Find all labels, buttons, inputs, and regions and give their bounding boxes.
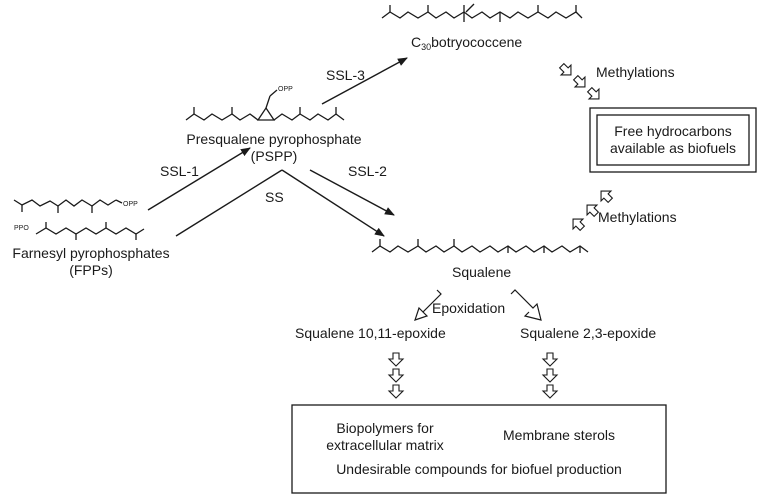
membrane-sterols-text: Membrane sterols <box>503 427 616 443</box>
fpp-structure-top <box>13 199 123 213</box>
pspp-label: Presqualene pyrophosphate (PSPP) <box>184 131 364 165</box>
epoxide-2-3-down-arrows <box>542 352 558 399</box>
biopolymers-text: Biopolymers for extracellular matrix <box>310 420 460 454</box>
biopolymers-line2: extracellular matrix <box>326 437 444 453</box>
biofuels-line2: available as biofuels <box>609 140 737 156</box>
epoxidation-arrow-left <box>414 289 442 321</box>
ss-arrow-b <box>281 169 385 237</box>
epoxide-10-11-label: Squalene 10,11-epoxide <box>295 325 446 341</box>
ss-arrow-a <box>175 169 283 237</box>
pspp-name: Presqualene pyrophosphate <box>186 131 362 147</box>
epoxidation-arrow-right <box>510 289 542 321</box>
botryococcene-subscript: 30 <box>421 42 432 52</box>
pspp-structure <box>185 89 345 121</box>
ss-label: SS <box>265 189 284 205</box>
pspp-opp-label: OPP <box>278 86 293 93</box>
botryococcene-prefix: C <box>411 34 422 50</box>
biofuels-line1: Free hydrocarbons <box>614 123 732 139</box>
biofuels-box-text: Free hydrocarbons available as biofuels <box>597 123 749 157</box>
biofuels-box-outer <box>589 107 757 173</box>
fpp-ppo-label: PPO <box>14 225 29 232</box>
ssl3-arrow <box>321 57 408 105</box>
botryococcene-structure <box>381 3 583 22</box>
fpp-opp-label: OPP <box>123 201 138 208</box>
methylations-top-label: Methylations <box>596 64 675 80</box>
fpp-abbrev: (FPPs) <box>69 262 113 278</box>
ssl1-label: SSL-1 <box>160 163 199 179</box>
epoxide-2-3-label: Squalene 2,3-epoxide <box>520 325 657 341</box>
fpp-structure-bottom <box>35 222 145 240</box>
ssl1-arrow <box>147 147 251 211</box>
botryococcene-label: C30botryococcene <box>411 34 522 56</box>
pspp-abbrev: (PSPP) <box>250 148 298 164</box>
squalene-label: Squalene <box>452 264 512 280</box>
botryococcene-suffix: botryococcene <box>431 34 523 50</box>
methylations-mid-label: Methylations <box>598 209 677 225</box>
epoxidation-label: Epoxidation <box>432 300 506 316</box>
ssl3-label: SSL-3 <box>326 67 365 83</box>
biopolymers-line1: Biopolymers for <box>336 420 434 436</box>
undesirable-box <box>291 404 667 494</box>
fpp-label: Farnesyl pyrophosphates (FPPs) <box>6 245 176 279</box>
fpp-name: Farnesyl pyrophosphates <box>12 245 170 261</box>
ssl2-arrow <box>309 169 395 216</box>
biofuels-box-inner <box>596 114 750 166</box>
squalene-structure <box>371 239 589 253</box>
epoxide-10-11-down-arrows <box>388 352 404 399</box>
undesirable-footer-text: Undesirable compounds for biofuel produc… <box>336 461 622 477</box>
ssl2-label: SSL-2 <box>348 163 387 179</box>
